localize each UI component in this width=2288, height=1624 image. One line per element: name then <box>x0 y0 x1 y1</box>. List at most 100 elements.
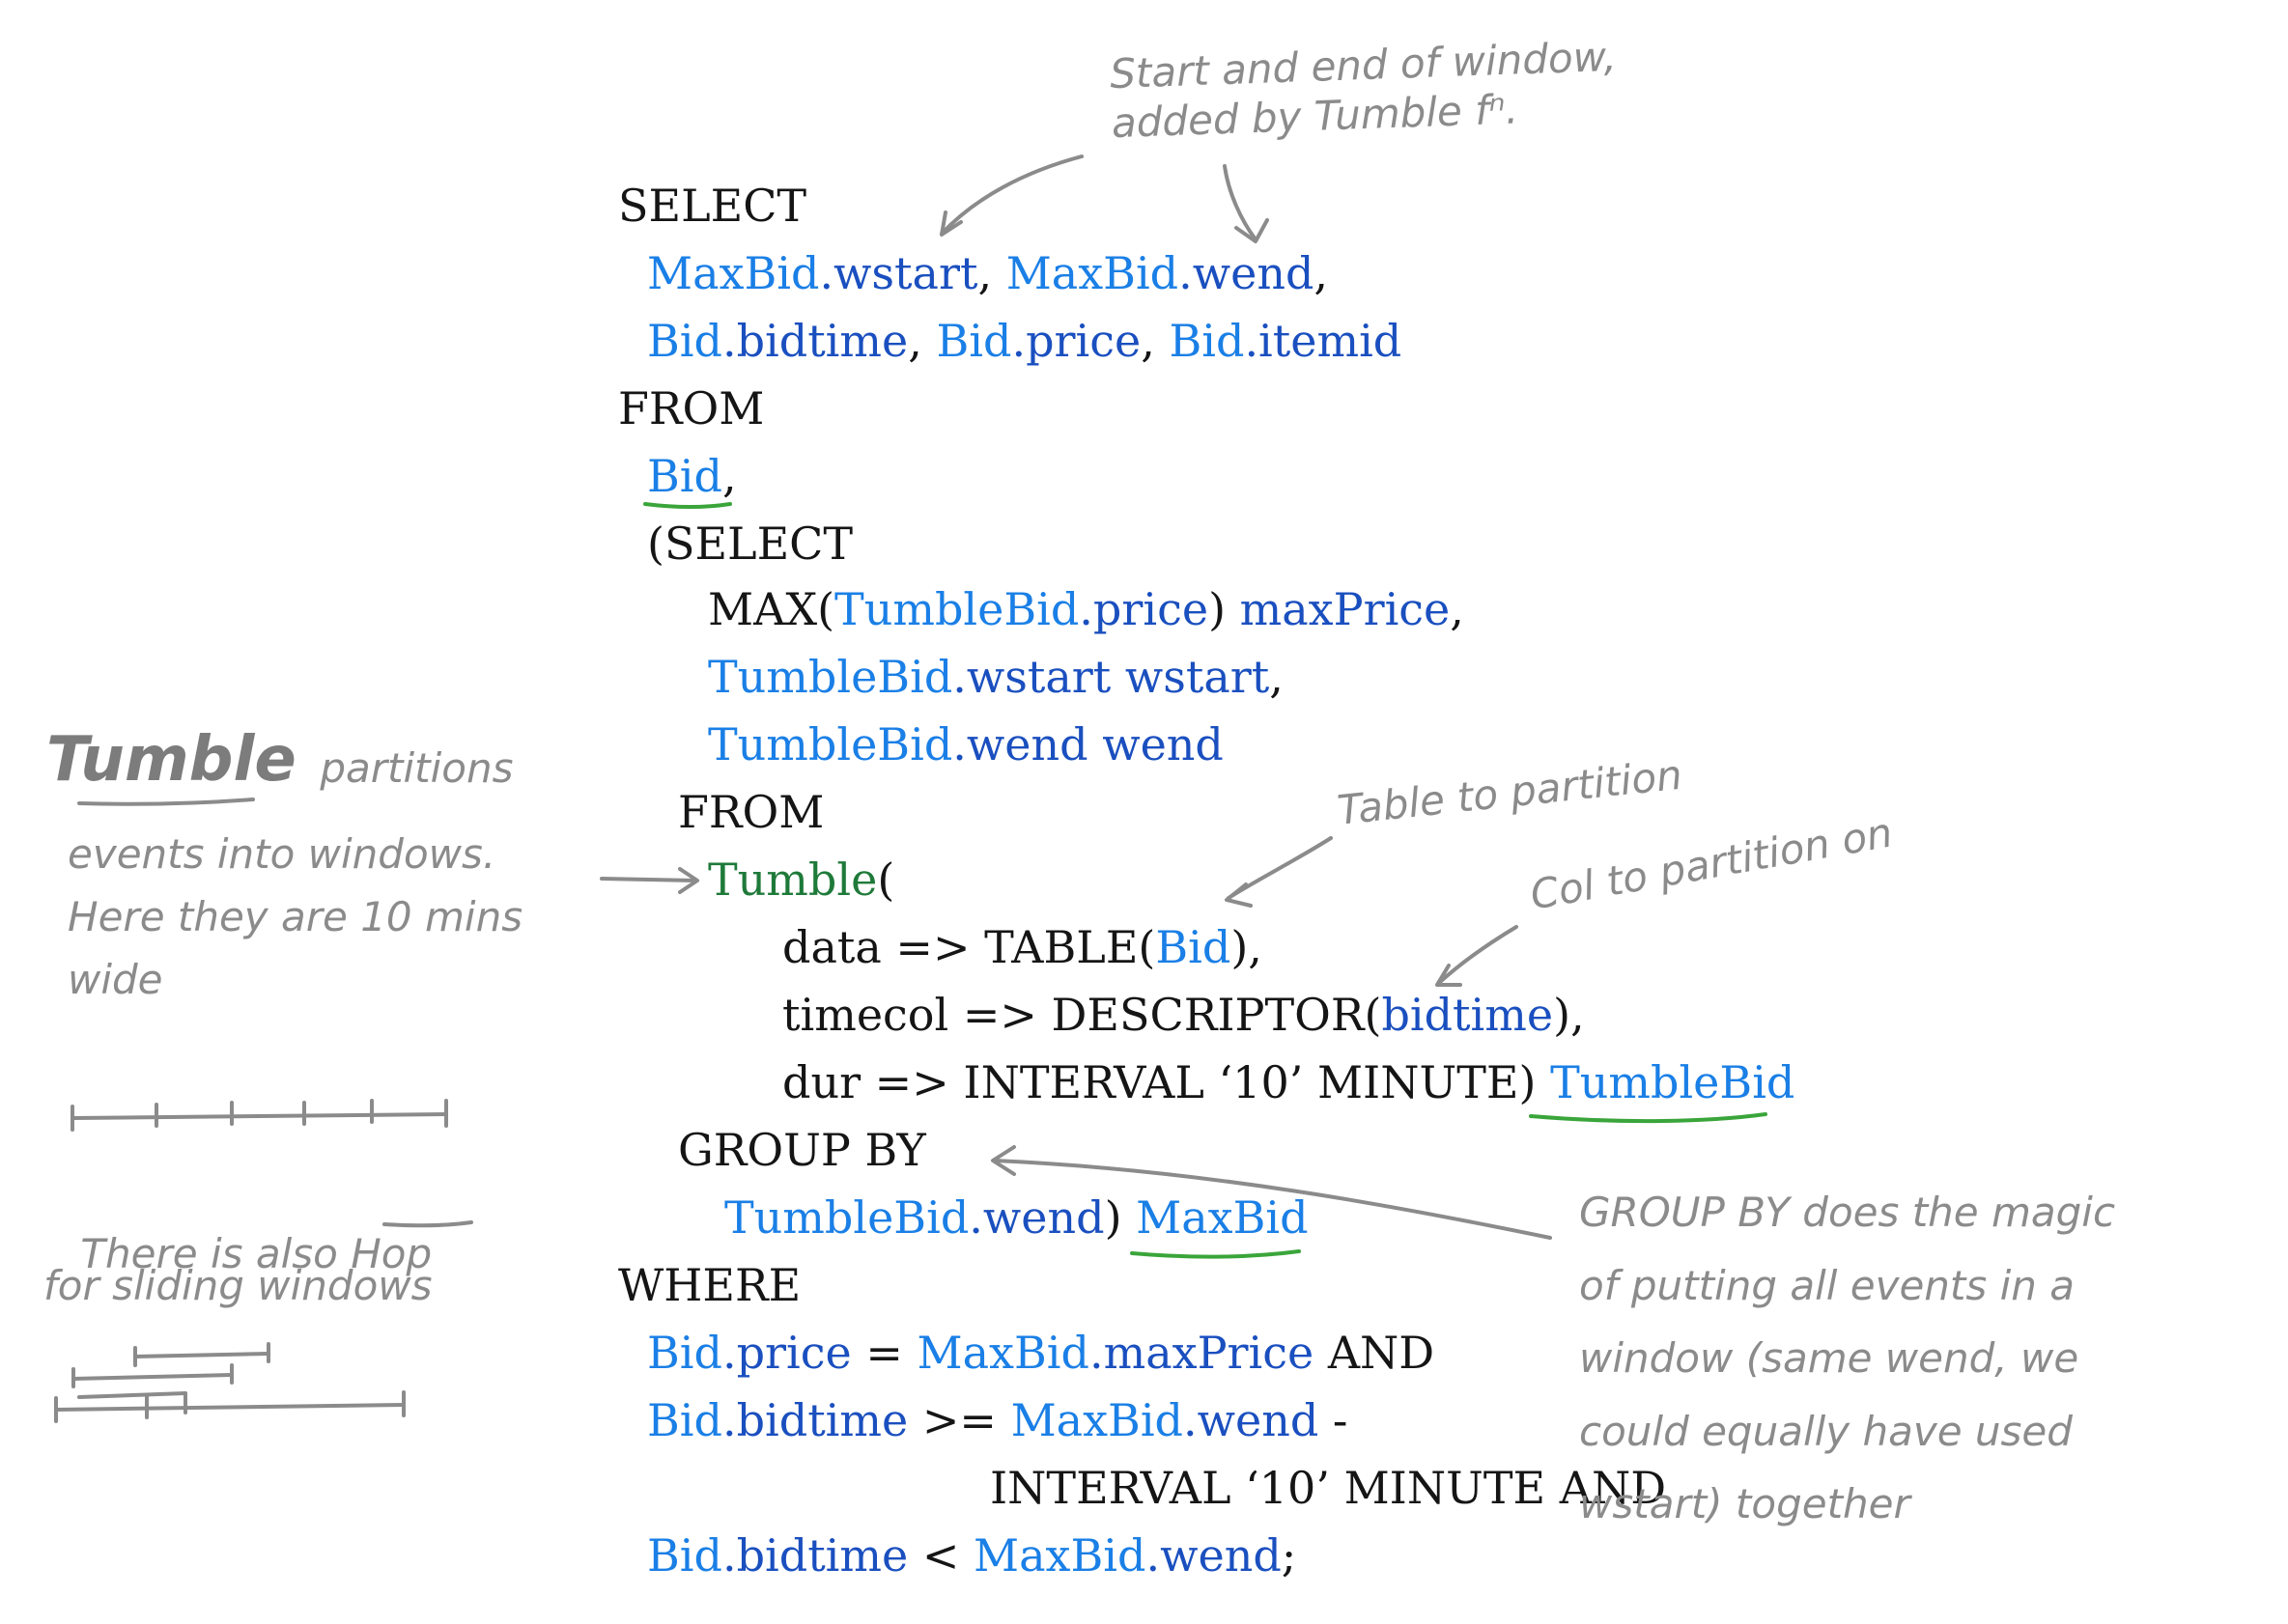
code-token: ) <box>1104 1191 1137 1244</box>
code-token: MaxBid <box>917 1327 1089 1379</box>
hop-note-prefix: There is also <box>80 1230 352 1278</box>
code-line-bid-columns: Bid.bidtime, Bid.price, Bid.itemid <box>647 319 1401 373</box>
arrow-to-tumble <box>600 877 697 882</box>
code-token: , <box>721 450 737 502</box>
code-token: Bid <box>647 1327 722 1379</box>
code-token: .bidtime <box>721 1529 909 1582</box>
arrow-to-group-by <box>993 1159 1552 1240</box>
code-token: >= <box>908 1394 1011 1446</box>
hopping-window-sketch <box>54 1342 406 1423</box>
code-line-timecol-arg: timecol => DESCRIPTOR(bidtime), <box>782 993 1585 1047</box>
code-token: Bid <box>1169 315 1245 367</box>
code-token: .price <box>721 1327 852 1379</box>
code-line-select: SELECT <box>618 183 806 238</box>
code-line-wstart: TumbleBid.wstart wstart, <box>708 655 1284 709</box>
tumble-note-title: Tumble <box>46 724 297 796</box>
group-by-note: GROUP BY does the magic of putting all e… <box>1579 1189 2116 1528</box>
code-token: , <box>1141 315 1170 367</box>
arrow-to-wend-head <box>1234 218 1269 243</box>
code-token: .bidtime <box>721 315 909 367</box>
code-token: < <box>908 1529 975 1582</box>
code-token: MaxBid <box>1005 247 1179 299</box>
code-token: GROUP BY <box>678 1124 926 1176</box>
code-line-subselect: (SELECT <box>647 521 853 575</box>
code-line-max-price: MAX(TumbleBid.price) maxPrice, <box>708 587 1464 641</box>
arrow-to-table-arg-head <box>1225 882 1253 908</box>
hop-word: Hop <box>351 1230 433 1278</box>
code-line-bidtime-upper-bound: Bid.bidtime < MaxBid.wend; <box>647 1533 1296 1587</box>
code-token: maxPrice <box>1239 583 1451 635</box>
hop-note-line-2: for sliding windows <box>43 1262 433 1309</box>
code-token: MaxBid <box>974 1529 1146 1582</box>
code-token: timecol => DESCRIPTOR( <box>782 989 1382 1041</box>
code-token: .wstart wstart <box>952 651 1270 703</box>
code-token: FROM <box>678 786 825 838</box>
code-token: .wend <box>1145 1529 1282 1582</box>
code-token: .wend <box>1183 1394 1319 1446</box>
tumbling-window-sketch <box>71 1099 448 1132</box>
code-token: .itemid <box>1244 315 1402 367</box>
tumble-note: events into windows. Here they are 10 mi… <box>68 830 523 1004</box>
bid-underline <box>643 502 732 509</box>
hop-note-line-1: There is also Hop <box>29 1180 432 1329</box>
code-line-where: WHERE <box>618 1263 801 1317</box>
code-token: MaxBid <box>647 247 820 299</box>
code-token: .price <box>1079 583 1209 635</box>
code-line-interval-continuation: INTERVAL ‘10’ MINUTE AND <box>990 1466 1666 1520</box>
code-line-wend: TumbleBid.wend wend <box>708 722 1224 776</box>
code-token: dur => INTERVAL ‘10’ MINUTE) <box>782 1056 1551 1108</box>
code-line-bidtime-lower-bound: Bid.bidtime >= MaxBid.wend - <box>647 1398 1347 1452</box>
code-line-group-by: GROUP BY <box>678 1128 926 1182</box>
tumblebid-alias-underline <box>1529 1112 1767 1124</box>
code-token: MaxBid <box>1136 1191 1309 1244</box>
code-token: Tumble <box>708 854 878 906</box>
code-token: bidtime <box>1381 989 1554 1041</box>
arrow-to-group-by-head <box>991 1145 1016 1176</box>
code-token: AND <box>1313 1327 1435 1379</box>
arrow-to-col-arg-head <box>1435 964 1462 987</box>
maxbid-alias-underline <box>1130 1249 1301 1259</box>
tumble-note-title-rest: partitions <box>307 744 514 792</box>
code-token: TumbleBid <box>708 651 953 703</box>
code-line-maxbid-window-columns: MaxBid.wstart, MaxBid.wend, <box>647 251 1328 305</box>
code-token: TumbleBid <box>1550 1056 1795 1108</box>
code-line-dur-arg: dur => INTERVAL ‘10’ MINUTE) TumbleBid <box>782 1060 1794 1114</box>
code-token: .price <box>1011 315 1142 367</box>
arrow-to-col-arg <box>1437 925 1518 985</box>
code-token: , <box>908 315 937 367</box>
code-token: TumbleBid <box>834 583 1080 635</box>
code-token: .wend <box>1178 247 1314 299</box>
code-token: ), <box>1230 921 1262 973</box>
code-token: MaxBid <box>1010 1394 1184 1446</box>
code-line-from: FROM <box>618 386 764 440</box>
code-token: Bid <box>647 450 722 502</box>
code-token: MAX( <box>708 583 835 635</box>
arrow-to-tumble-head <box>678 867 699 894</box>
code-token: ), <box>1553 989 1585 1041</box>
code-token: data => TABLE( <box>782 921 1156 973</box>
code-token: , <box>1450 583 1464 635</box>
code-token: Bid <box>647 1394 722 1446</box>
arrow-to-wstart-head <box>940 210 963 237</box>
code-token: INTERVAL ‘10’ MINUTE AND <box>990 1462 1667 1514</box>
code-token: Bid <box>1155 921 1231 973</box>
tumble-title-underline <box>77 798 255 806</box>
code-token: , <box>1269 651 1284 703</box>
code-token: .wstart <box>819 247 978 299</box>
code-token: .wend <box>969 1191 1105 1244</box>
code-token: .maxPrice <box>1088 1327 1314 1379</box>
code-token: .wend wend <box>952 718 1224 770</box>
code-token: TumbleBid <box>708 718 953 770</box>
code-line-data-arg: data => TABLE(Bid), <box>782 925 1262 979</box>
code-token: ; <box>1281 1529 1297 1582</box>
code-line-group-by-expr: TumbleBid.wend) MaxBid <box>724 1195 1309 1249</box>
code-token: - <box>1318 1394 1348 1446</box>
code-token: , <box>1313 247 1329 299</box>
code-token: WHERE <box>618 1259 802 1311</box>
sql-code-block: SELECT MaxBid.wstart, MaxBid.wend, Bid.b… <box>0 0 1794 1578</box>
code-token: Bid <box>647 315 722 367</box>
code-token: Bid <box>647 1529 722 1582</box>
code-line-tumble-call: Tumble( <box>708 857 894 911</box>
